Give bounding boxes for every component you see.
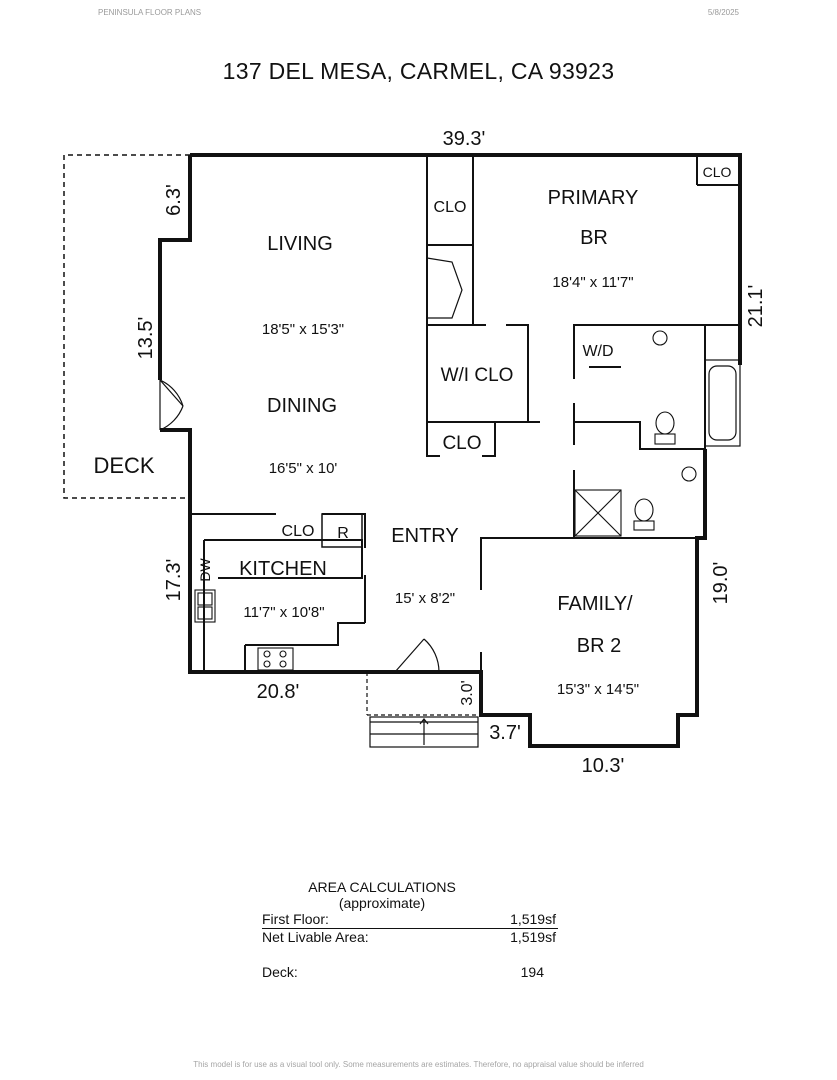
walk-in-closet-label: W/I CLO xyxy=(441,365,514,386)
floor-plan: LIVING DINING DECK PRIMARY BR KITCHEN EN… xyxy=(63,128,767,777)
area-row-value: 1,519sf xyxy=(510,929,556,945)
area-row-first-floor: First Floor: 1,519sf xyxy=(262,911,558,929)
entry-steps xyxy=(366,672,481,748)
washer-dryer-label: W/D xyxy=(582,343,613,360)
area-row-value: 194 xyxy=(520,964,544,980)
dimension-deck-upper: 6.3' xyxy=(163,184,185,216)
primary-room-name: PRIMARY xyxy=(548,187,639,209)
area-row-deck: Deck: 194 xyxy=(262,964,558,981)
area-row-label: Deck: xyxy=(262,964,298,980)
company-name: PENINSULA FLOOR PLANS xyxy=(98,8,202,17)
deck-outline xyxy=(63,154,190,499)
entry-name: ENTRY xyxy=(391,525,458,547)
dimension-right-upper: 21.1' xyxy=(745,285,767,328)
sink-icon xyxy=(652,330,697,482)
dining-room-size: 16'5" x 10' xyxy=(269,460,338,477)
dimension-bottom-right: 10.3' xyxy=(582,755,625,777)
kitchen-size: 11'7" x 10'8" xyxy=(243,604,324,621)
entry-door-icon xyxy=(394,638,440,673)
dining-room-name: DINING xyxy=(267,395,337,417)
area-calculations: AREA CALCULATIONS (approximate) First Fl… xyxy=(262,879,562,981)
living-room-size: 18'5" x 15'3" xyxy=(262,321,344,338)
primary-room-name-line2: BR xyxy=(580,227,608,249)
dimension-right-lower: 19.0' xyxy=(710,562,732,605)
area-row-label: Net Livable Area: xyxy=(262,929,369,945)
kitchen-name: KITCHEN xyxy=(239,558,327,580)
kitchen-sink-icon xyxy=(194,589,216,623)
dimension-bottom-left: 20.8' xyxy=(257,681,300,703)
dishwasher-label: DW xyxy=(197,558,213,582)
bathtub-icon xyxy=(704,359,741,447)
exterior-walls xyxy=(158,153,742,748)
area-row-label: First Floor: xyxy=(262,911,329,927)
plan-date: 5/8/2025 xyxy=(707,8,739,17)
interior-walls xyxy=(190,155,740,672)
area-row-net-livable: Net Livable Area: 1,519sf xyxy=(262,929,558,946)
area-heading: AREA CALCULATIONS xyxy=(308,879,456,895)
family-room-size: 15'3" x 14'5" xyxy=(557,681,639,698)
family-room-name-line2: BR 2 xyxy=(577,635,621,657)
primary-room-size: 18'4" x 11'7" xyxy=(552,274,633,291)
toilet-icon xyxy=(633,411,676,531)
dimension-step-width: 3.7' xyxy=(489,722,521,744)
fireplace-icon xyxy=(426,257,463,319)
deck-door-icon xyxy=(159,379,184,431)
area-subheading: (approximate) xyxy=(338,895,426,911)
closet-label: CLO xyxy=(434,199,467,216)
refrigerator-label: R xyxy=(337,525,349,542)
dimension-top: 39.3' xyxy=(443,128,486,150)
kitchen-closet-label: CLO xyxy=(282,523,315,540)
dimension-deck-side: 13.5' xyxy=(135,317,157,360)
entry-size: 15' x 8'2" xyxy=(395,590,455,607)
family-room-name: FAMILY/ xyxy=(557,593,633,615)
area-row-value: 1,519sf xyxy=(510,911,556,927)
dimension-step-height: 3.0' xyxy=(459,680,476,705)
living-room-name: LIVING xyxy=(267,233,333,255)
dimension-left-lower: 17.3' xyxy=(163,559,185,602)
property-address: 137 DEL MESA, CARMEL, CA 93923 xyxy=(222,58,615,84)
refrigerator-icon xyxy=(321,513,363,548)
stove-icon xyxy=(257,647,294,671)
corner-closet-label: CLO xyxy=(703,164,732,180)
deck-name: DECK xyxy=(93,453,154,478)
disclaimer: This model is for use as a visual tool o… xyxy=(193,1060,644,1069)
hall-closet-label: CLO xyxy=(442,433,481,454)
shower-icon xyxy=(574,489,622,537)
